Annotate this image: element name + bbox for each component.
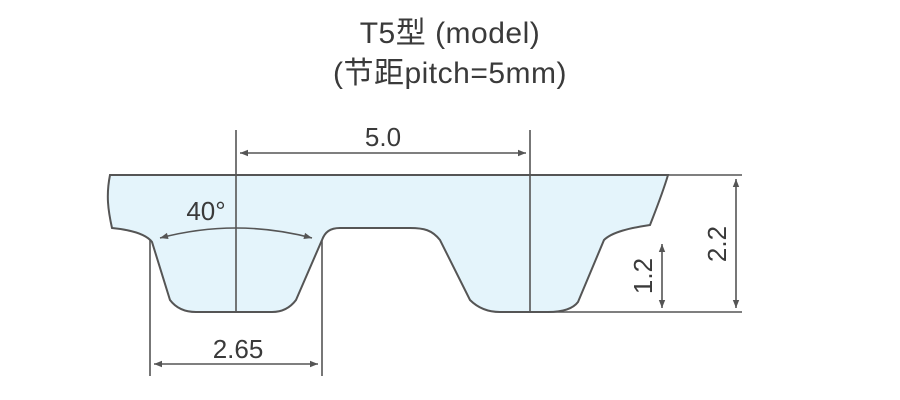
title-model: T5型 (model) [359,17,541,50]
angle-arc [159,227,313,240]
tooth-width-label: 2.65 [213,334,264,364]
angle-label: 40° [186,196,225,226]
tooth-height-label: 1.2 [628,258,658,294]
belt-profile [106,174,670,313]
total-height-label: 2.2 [702,226,732,262]
title-pitch: (节距pitch=5mm) [332,57,568,90]
diagram-title: T5型 (model) (节距pitch=5mm) [0,14,900,94]
pitch-label: 5.0 [365,122,401,152]
